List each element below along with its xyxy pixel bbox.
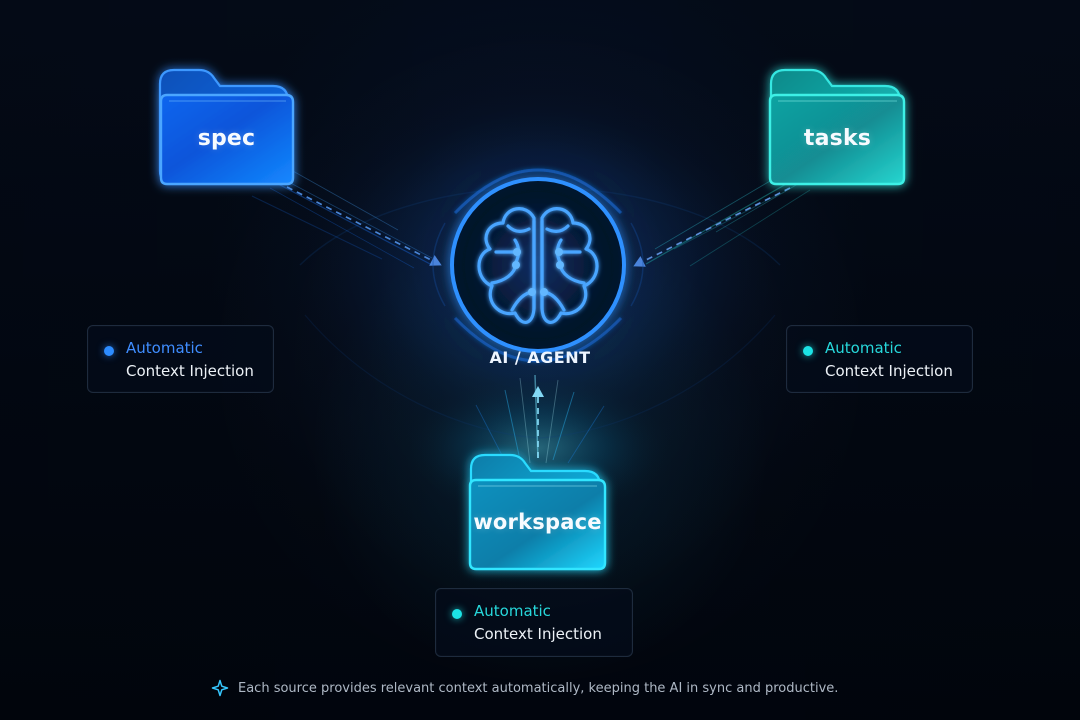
left-card-subtitle: Context Injection — [126, 362, 254, 380]
faint-lower-arc — [304, 314, 776, 439]
spec-folder-label: spec — [197, 126, 256, 151]
bottom-context-card: Automatic Context Injection — [435, 588, 633, 657]
right-context-card: Automatic Context Injection — [786, 325, 973, 393]
workspace-folder-label: workspace — [473, 510, 602, 534]
footer-note: Each source provides relevant context au… — [211, 678, 871, 700]
right-card-title: Automatic — [825, 339, 902, 357]
spec-light-rays — [251, 165, 433, 269]
tasks-folder-icon — [768, 68, 906, 186]
spec-folder-icon — [158, 68, 295, 186]
tasks-folder-label: tasks — [803, 126, 872, 151]
agent-brain-icon — [429, 156, 647, 374]
workspace-folder-icon — [468, 453, 607, 571]
bottom-status-dot — [452, 609, 462, 619]
tasks-to-agent-arrow — [633, 187, 791, 267]
left-context-card: Automatic Context Injection — [87, 325, 274, 393]
right-card-subtitle: Context Injection — [825, 362, 953, 380]
right-status-dot — [803, 346, 813, 356]
footer-text: Each source provides relevant context au… — [238, 681, 839, 696]
flow-arrows — [286, 186, 791, 458]
sparkle-icon — [211, 679, 229, 697]
bottom-card-title: Automatic — [474, 602, 551, 620]
left-status-dot — [104, 346, 114, 356]
agent-label: AI / AGENT — [489, 348, 591, 367]
workspace-glow — [398, 372, 678, 524]
left-card-title: Automatic — [126, 339, 203, 357]
bottom-card-subtitle: Context Injection — [474, 625, 602, 643]
brain-nodes — [512, 248, 564, 296]
